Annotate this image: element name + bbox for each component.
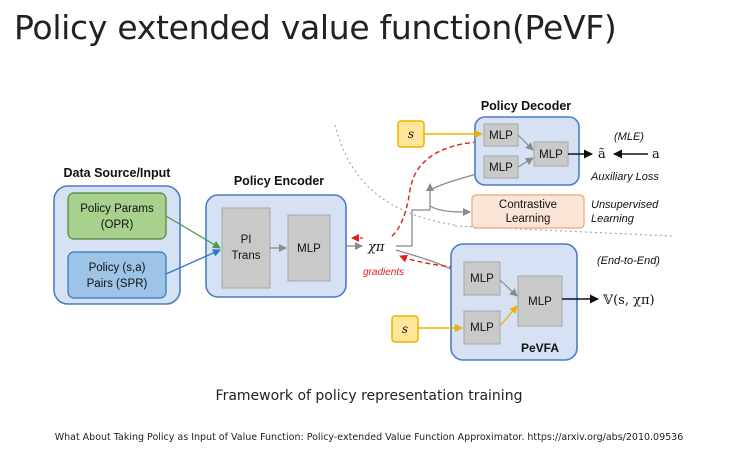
contrastive-line2: Learning [506,213,551,225]
unsupervised-line1: Unsupervised [591,199,659,211]
policy-encoder-heading: Policy Encoder [234,174,324,188]
slide-title: Policy extended value function(PeVF) [14,8,617,47]
arrow-decoder-mlp-bottom [517,157,534,168]
pi-trans-line2: Trans [232,250,261,262]
decoder-mlp-top-label: MLP [489,130,513,142]
contrastive-line1: Contrastive [499,199,557,211]
pevfa-state-box [391,315,419,343]
policy-pairs-box [67,251,167,299]
decoder-mlp-out-label: MLP [539,149,563,161]
pevfa-mlp-top-label: MLP [470,273,494,285]
auxiliary-loss-label: Auxiliary Loss [590,171,659,183]
pi-trans-line1: PI [241,234,252,246]
encoder-mlp-label: MLP [297,243,321,255]
pevfa-mlp-out [517,275,563,327]
figure-caption: Framework of policy representation train… [215,388,523,404]
connector-embedding-to-decoder [396,183,434,247]
arrow-params-to-encoder [165,215,221,249]
end-to-end-label: (End-to-End) [597,255,660,267]
arrow-pevfa-mlp-top [499,279,518,297]
arrow-pevfa-mlp-bottom [499,305,518,327]
decoder-state-label: s [408,127,414,141]
value-output-symbol: 𝕍(s, χπ) [602,293,655,308]
gradient-curve-from-decoder [389,141,479,239]
action-hat-symbol: ã [598,147,606,162]
reference-citation: What About Taking Policy as Input of Val… [54,432,684,443]
policy-params-box [67,192,167,240]
gradient-curve-from-pevfa [399,254,463,269]
pevfa-mlp-bottom [463,310,501,345]
pevfa-label: PeVFA [521,341,559,355]
pevfa-mlp-out-label: MLP [528,296,552,308]
dotted-separator-curve [334,124,456,226]
policy-params-line1: Policy Params [80,203,154,215]
arrow-pairs-to-encoder [165,249,221,275]
pevfa-state-label: s [402,322,408,336]
data-source-heading: Data Source/Input [64,166,172,180]
action-symbol: a [652,147,660,162]
policy-pairs-line2: Pairs (SPR) [87,278,148,290]
arrow-decoder-mlp-top [517,134,534,151]
pevfa-mlp-top [463,261,501,296]
pevfa-mlp-bottom-label: MLP [470,322,494,334]
contrastive-learning-box [471,194,585,229]
unsupervised-line2: Learning [591,213,635,225]
pi-trans-box [221,207,271,289]
embedding-symbol: χπ [367,240,385,255]
decoder-mlp-bottom-label: MLP [489,162,513,174]
policy-params-line2: (OPR) [101,219,134,231]
connector-embedding-to-contrastive [429,205,471,216]
encoder-mlp-box [287,214,331,282]
gradients-label: gradients [363,267,404,278]
policy-pairs-line1: Policy (s,a) [89,262,146,274]
mle-label: (MLE) [614,131,644,143]
policy-decoder-heading: Policy Decoder [481,99,571,113]
